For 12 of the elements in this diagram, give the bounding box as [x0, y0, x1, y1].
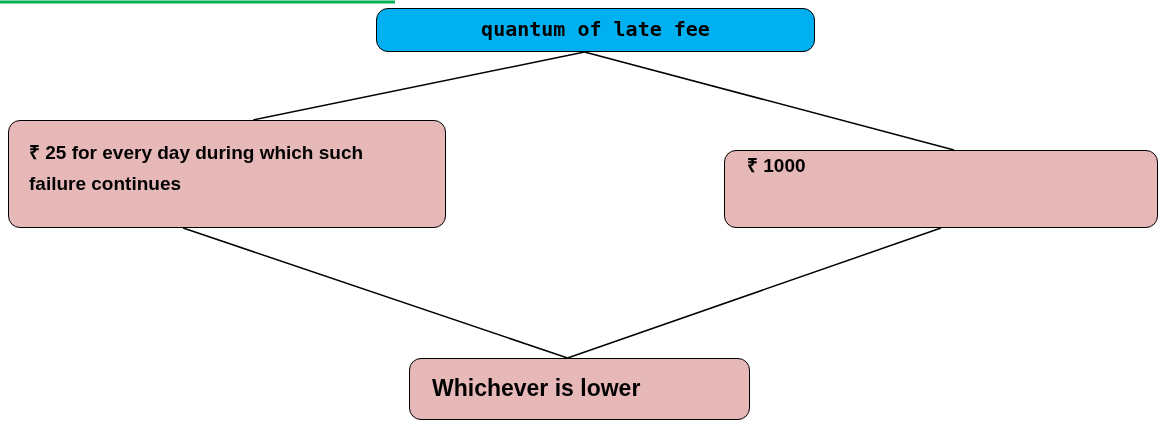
node-text: ₹ 25 for every day during which such failure continues — [29, 141, 365, 197]
connector-line — [566, 227, 942, 359]
connector-line — [252, 51, 586, 121]
node-text: quantum of late fee — [480, 17, 711, 41]
node-text: Whichever is lower — [432, 375, 642, 403]
connector-line — [583, 51, 955, 151]
heading-box — [376, 8, 815, 52]
condition-box — [8, 120, 446, 228]
node-text: ₹ 1000 — [747, 154, 807, 178]
connector-line — [182, 227, 569, 359]
amount-box — [724, 150, 1158, 228]
result-box — [409, 358, 750, 420]
